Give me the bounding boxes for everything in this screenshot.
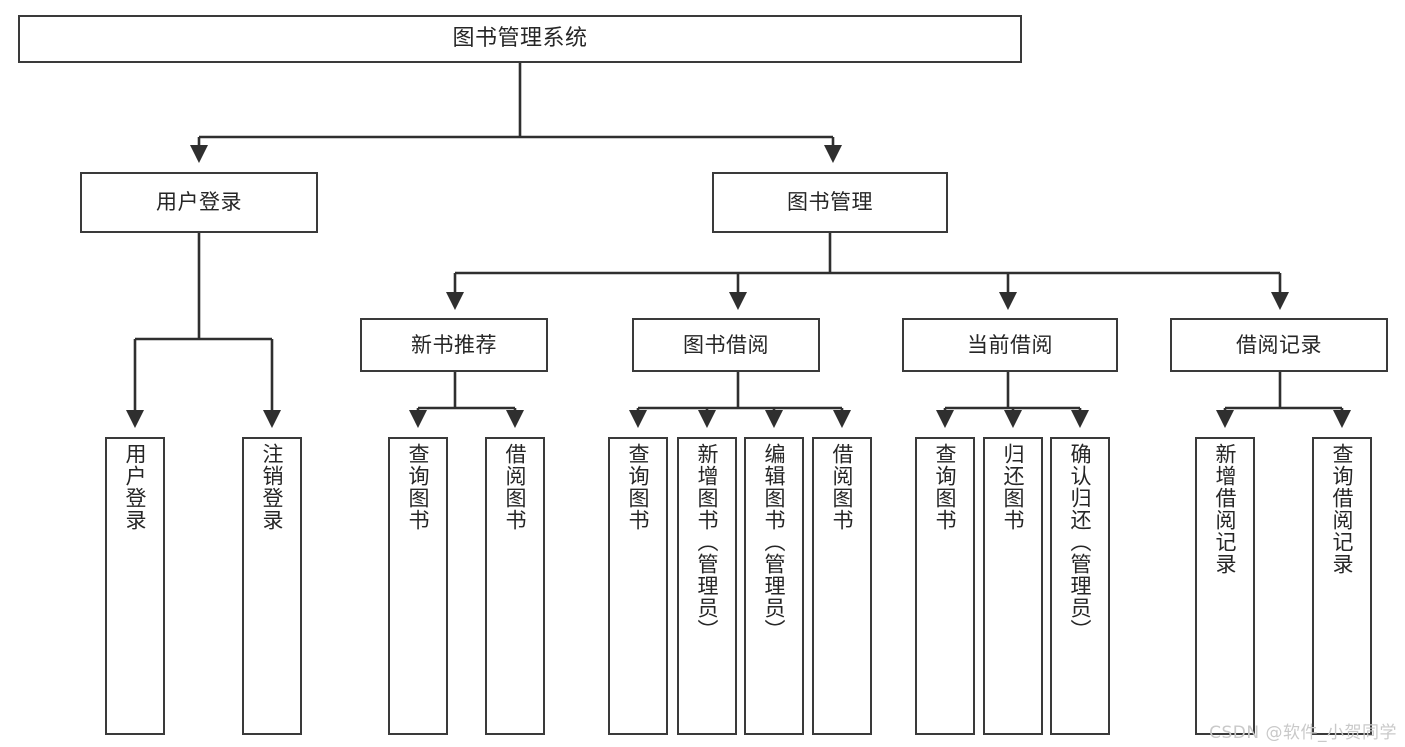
- node-leaf-record-add-label: 新增借阅记录: [1213, 443, 1238, 575]
- node-leaf-current-query-label: 查询图书: [933, 443, 958, 531]
- node-leaf-logout-label: 注销登录: [260, 443, 285, 531]
- node-leaf-borrow-book-label: 借阅图书: [830, 443, 855, 531]
- node-leaf-user-login[interactable]: 用户登录: [105, 437, 165, 735]
- node-borrow-record[interactable]: 借阅记录: [1170, 318, 1388, 372]
- node-leaf-newbook-query-label: 查询图书: [406, 443, 431, 531]
- node-user-login-label: 用户登录: [156, 190, 242, 215]
- node-new-book-recommend[interactable]: 新书推荐: [360, 318, 548, 372]
- node-leaf-newbook-borrow[interactable]: 借阅图书: [485, 437, 545, 735]
- node-leaf-current-return[interactable]: 归还图书: [983, 437, 1043, 735]
- node-leaf-borrow-book[interactable]: 借阅图书: [812, 437, 872, 735]
- node-book-management-label: 图书管理: [787, 190, 873, 215]
- node-borrow-record-label: 借阅记录: [1236, 332, 1322, 357]
- node-leaf-borrow-edit-book[interactable]: 编辑图书（管理员）: [744, 437, 804, 735]
- node-user-login[interactable]: 用户登录: [80, 172, 318, 233]
- node-leaf-borrow-query-label: 查询图书: [626, 443, 651, 531]
- node-leaf-record-query-label: 查询借阅记录: [1330, 443, 1355, 575]
- csdn-watermark: CSDN @软件_小贺同学: [1209, 723, 1397, 743]
- node-book-borrow-label: 图书借阅: [683, 332, 769, 357]
- node-current-borrow-label: 当前借阅: [967, 332, 1053, 357]
- node-leaf-newbook-query[interactable]: 查询图书: [388, 437, 448, 735]
- node-leaf-record-add[interactable]: 新增借阅记录: [1195, 437, 1255, 735]
- node-leaf-user-login-label: 用户登录: [123, 443, 148, 531]
- node-leaf-current-confirm-return-label: 确认归还（管理员）: [1068, 443, 1093, 641]
- node-new-book-recommend-label: 新书推荐: [411, 332, 497, 357]
- node-leaf-borrow-add-book-label: 新增图书（管理员）: [695, 443, 720, 641]
- node-leaf-record-query[interactable]: 查询借阅记录: [1312, 437, 1372, 735]
- node-current-borrow[interactable]: 当前借阅: [902, 318, 1118, 372]
- node-root-system[interactable]: 图书管理系统: [18, 15, 1022, 63]
- node-leaf-borrow-query[interactable]: 查询图书: [608, 437, 668, 735]
- node-book-borrow[interactable]: 图书借阅: [632, 318, 820, 372]
- node-book-management[interactable]: 图书管理: [712, 172, 948, 233]
- node-leaf-borrow-edit-book-label: 编辑图书（管理员）: [762, 443, 787, 641]
- node-leaf-newbook-borrow-label: 借阅图书: [503, 443, 528, 531]
- node-leaf-current-query[interactable]: 查询图书: [915, 437, 975, 735]
- node-root-system-label: 图书管理系统: [452, 26, 588, 52]
- node-leaf-borrow-add-book[interactable]: 新增图书（管理员）: [677, 437, 737, 735]
- node-leaf-logout[interactable]: 注销登录: [242, 437, 302, 735]
- node-leaf-current-return-label: 归还图书: [1001, 443, 1026, 531]
- node-leaf-current-confirm-return[interactable]: 确认归还（管理员）: [1050, 437, 1110, 735]
